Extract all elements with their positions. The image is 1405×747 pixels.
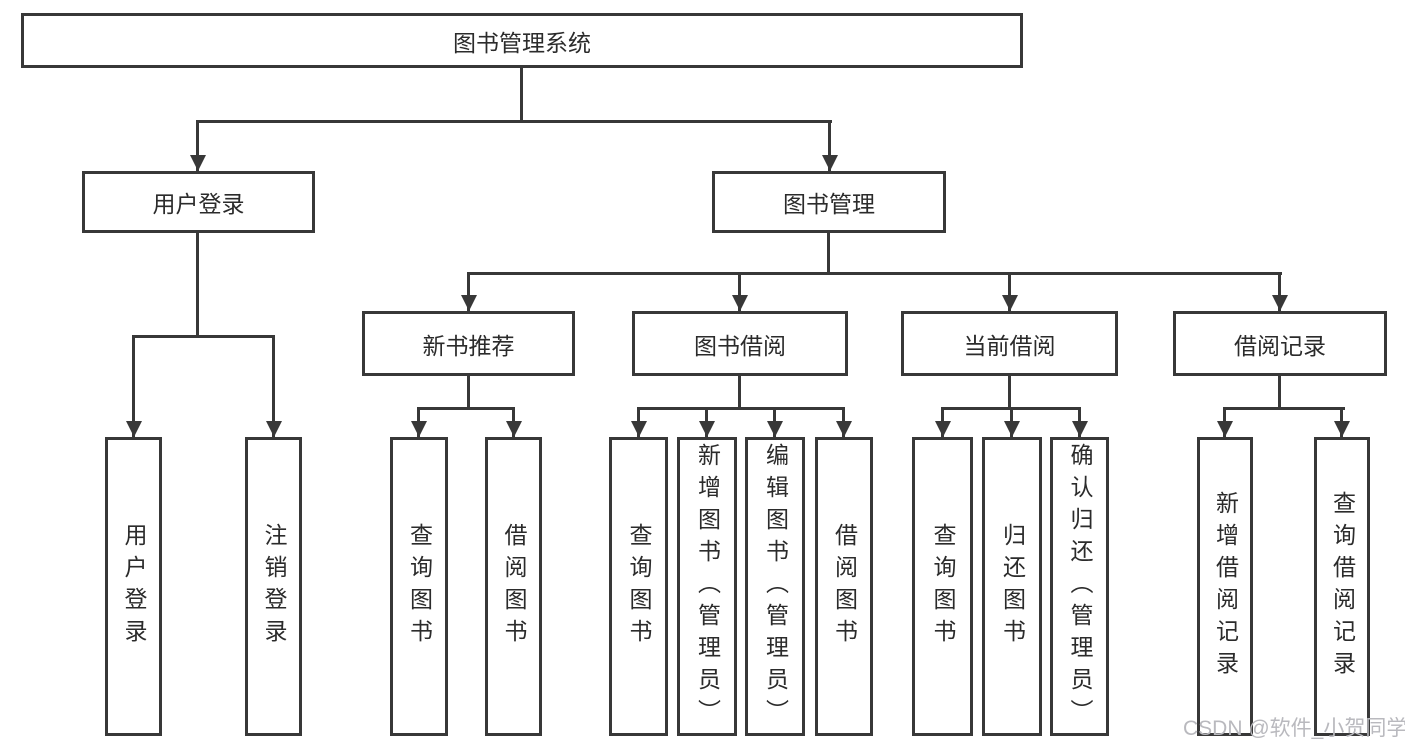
connector — [738, 376, 741, 407]
connector — [520, 68, 523, 120]
connector — [1278, 272, 1281, 311]
connector — [196, 120, 832, 123]
arrowhead-icon — [461, 295, 477, 311]
arrowhead-icon — [767, 421, 783, 437]
arrowhead-icon — [506, 421, 522, 437]
arrowhead-icon — [631, 421, 647, 437]
node-root: 图书管理系统 — [21, 13, 1023, 68]
leaf-borrow-query-books: 查询图书 — [609, 437, 668, 736]
csdn-watermark: CSDN @软件_小贺同学 — [1183, 717, 1405, 740]
arrowhead-icon — [1072, 421, 1088, 437]
leaf-borrow-borrow-books-label: 借阅图书 — [831, 522, 858, 651]
leaf-user-login: 用户登录 — [105, 437, 162, 736]
node-current-borrow: 当前借阅 — [901, 311, 1118, 376]
leaf-borrow-add-books-admin-label: 新增图书（管理员） — [694, 442, 721, 731]
arrowhead-icon — [935, 421, 951, 437]
arrowhead-icon — [1272, 295, 1288, 311]
connector — [196, 233, 199, 335]
leaf-records-add-record-label: 新增借阅记录 — [1212, 490, 1239, 683]
connector — [272, 335, 275, 437]
connector — [637, 407, 845, 410]
leaf-records-query-record: 查询借阅记录 — [1314, 437, 1370, 736]
arrowhead-icon — [411, 421, 427, 437]
connector — [467, 272, 470, 311]
arrowhead-icon — [126, 421, 142, 437]
leaf-logout: 注销登录 — [245, 437, 302, 736]
arrowhead-icon — [699, 421, 715, 437]
connector — [1223, 407, 1345, 410]
connector — [738, 272, 741, 311]
leaf-current-query-books: 查询图书 — [912, 437, 973, 736]
node-user-login: 用户登录 — [82, 171, 315, 233]
connector — [132, 335, 135, 437]
leaf-logout-label: 注销登录 — [261, 522, 287, 651]
arrowhead-icon — [266, 421, 282, 437]
connector — [1008, 272, 1011, 311]
arrowhead-icon — [822, 155, 838, 171]
arrowhead-icon — [190, 155, 206, 171]
leaf-borrow-query-books-label: 查询图书 — [626, 522, 652, 651]
leaf-records-query-record-label: 查询借阅记录 — [1329, 490, 1356, 683]
leaf-recommend-query-books-label: 查询图书 — [406, 522, 433, 651]
leaf-borrow-edit-books-admin: 编辑图书（管理员） — [745, 437, 805, 736]
leaf-borrow-borrow-books: 借阅图书 — [815, 437, 873, 736]
leaf-current-confirm-return-admin-label: 确认归还（管理员） — [1067, 442, 1093, 731]
arrowhead-icon — [1002, 295, 1018, 311]
arrowhead-icon — [1217, 421, 1233, 437]
leaf-current-confirm-return-admin: 确认归还（管理员） — [1050, 437, 1109, 736]
leaf-recommend-borrow-books: 借阅图书 — [485, 437, 542, 736]
connector — [827, 233, 830, 272]
node-borrow-records: 借阅记录 — [1173, 311, 1387, 376]
connector — [828, 120, 831, 171]
arrowhead-icon — [1334, 421, 1350, 437]
leaf-borrow-add-books-admin: 新增图书（管理员） — [677, 437, 737, 736]
connector — [1278, 376, 1281, 407]
leaf-records-add-record: 新增借阅记录 — [1197, 437, 1253, 736]
connector — [132, 335, 275, 338]
connector — [467, 272, 1282, 275]
connector — [467, 376, 470, 407]
leaf-current-return-books-label: 归还图书 — [999, 522, 1026, 651]
connector — [196, 120, 199, 171]
node-book-borrow: 图书借阅 — [632, 311, 848, 376]
connector — [1008, 376, 1011, 407]
arrowhead-icon — [836, 421, 852, 437]
node-book-management: 图书管理 — [712, 171, 946, 233]
leaf-borrow-edit-books-admin-label: 编辑图书（管理员） — [762, 442, 789, 731]
arrowhead-icon — [732, 295, 748, 311]
leaf-recommend-query-books: 查询图书 — [390, 437, 448, 736]
connector — [417, 407, 515, 410]
leaf-user-login-label: 用户登录 — [121, 522, 147, 651]
leaf-current-query-books-label: 查询图书 — [930, 522, 956, 651]
arrowhead-icon — [1004, 421, 1020, 437]
leaf-current-return-books: 归还图书 — [982, 437, 1042, 736]
node-new-book-recommend: 新书推荐 — [362, 311, 575, 376]
leaf-recommend-borrow-books-label: 借阅图书 — [501, 522, 527, 651]
